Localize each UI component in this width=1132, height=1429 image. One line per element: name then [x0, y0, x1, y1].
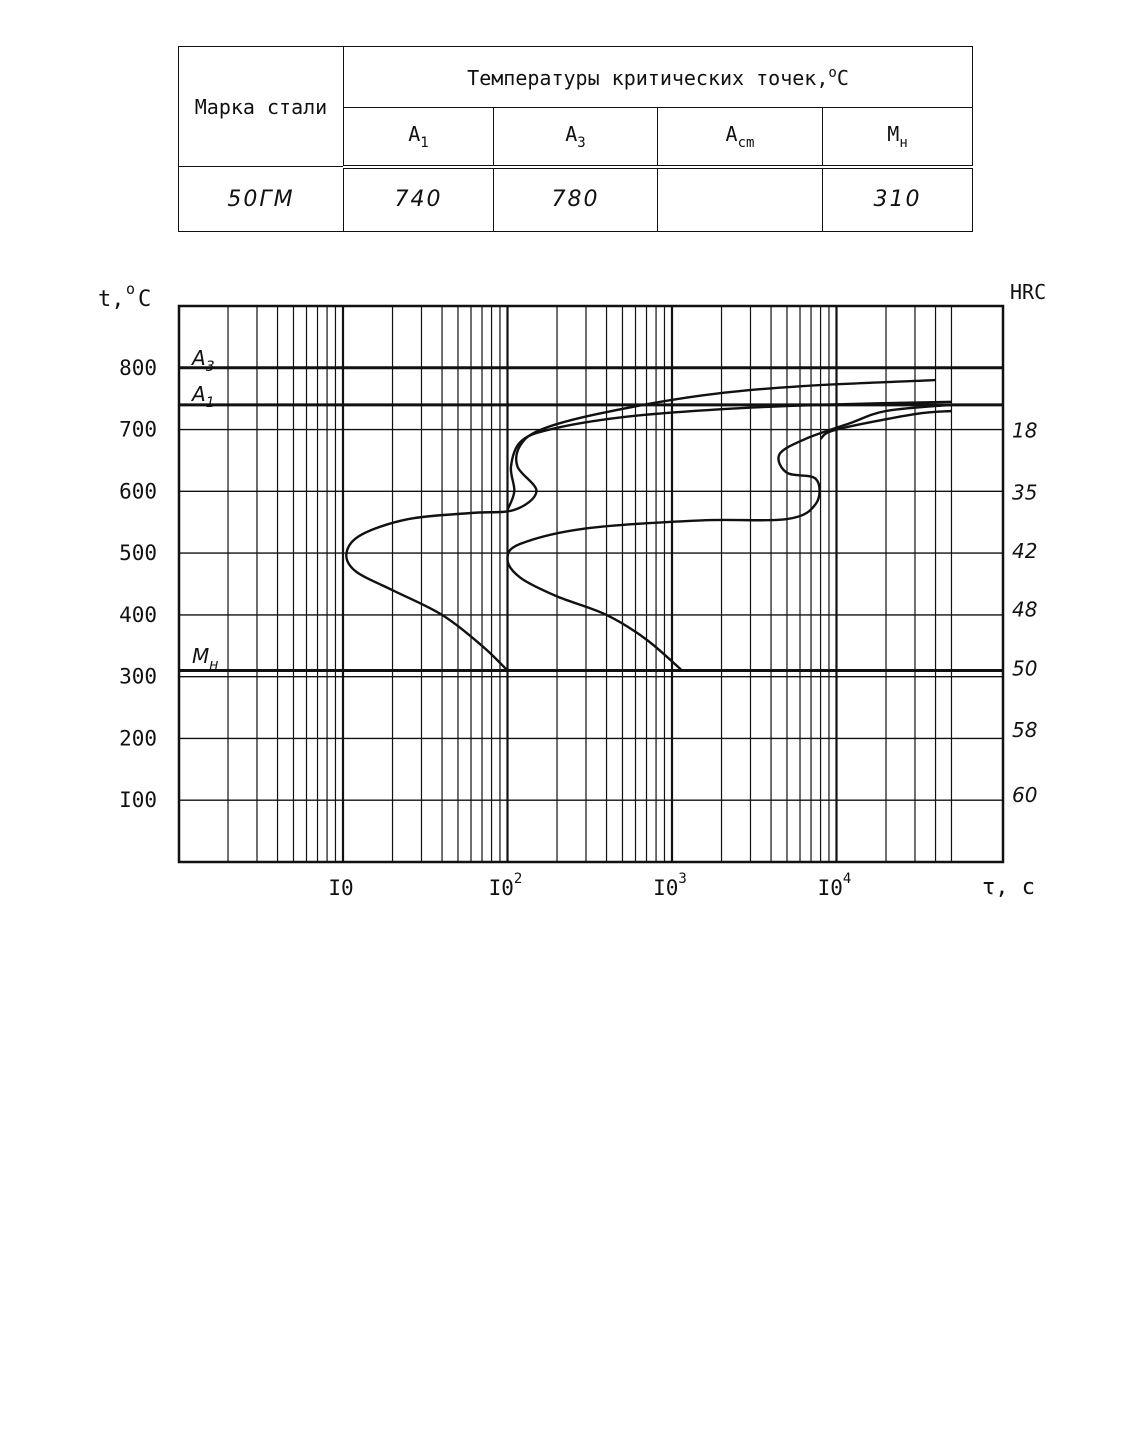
critical-points-table: Марка стали Температуры критических точе…	[178, 45, 974, 232]
x-tick-label: I02	[489, 871, 523, 900]
curve-end-left	[506, 403, 952, 672]
reference-label-sub-A3: 3	[206, 359, 215, 375]
temps-header-text: Температуры критических точек,	[467, 65, 829, 90]
hrc-axis-label: HRC	[1010, 280, 1046, 304]
reference-label-sub-A1: 1	[206, 395, 215, 411]
hrc-label: 60	[1012, 783, 1037, 807]
mn-value-cell: 310	[821, 166, 974, 232]
col-a1-main: A	[408, 121, 421, 146]
y-axis-label-sup: o	[126, 280, 135, 298]
a1-value-cell: 740	[343, 166, 494, 232]
reference-label-A3: A3	[190, 346, 215, 375]
y-tick-label: 300	[119, 665, 157, 689]
acm-value-cell	[657, 166, 823, 232]
y-axis-label: t, o C	[98, 280, 151, 312]
y-tick-label: 600	[119, 479, 157, 503]
a3-value-cell: 780	[493, 166, 658, 232]
curve-start-right	[506, 400, 952, 511]
y-tick-label: 200	[119, 726, 157, 750]
col-mn-header: Mн	[821, 107, 974, 169]
hrc-label: 58	[1012, 718, 1037, 742]
hrc-labels: 18 35 42 48 50 58 60	[1012, 419, 1037, 807]
col-mn-sub: н	[899, 134, 908, 151]
curve-end-right	[819, 409, 952, 440]
reference-label-sub-Mн: н	[209, 657, 218, 673]
col-acm-header: Acm	[657, 107, 823, 169]
grid	[179, 306, 1003, 862]
plot-frame	[177, 304, 1005, 864]
reference-label-Mн: Mн	[192, 644, 218, 673]
col-acm-main: A	[725, 121, 738, 146]
temps-header: Температуры критических точек,oC	[342, 45, 974, 109]
temps-unit: C	[836, 65, 849, 90]
curve-start-left	[345, 378, 936, 672]
col-a3-main: A	[565, 121, 578, 146]
x-tick-label: I04	[818, 871, 852, 900]
y-tick-label: I00	[119, 788, 157, 812]
hrc-label: 48	[1012, 598, 1037, 622]
x-tick-label-sup: 4	[843, 871, 851, 887]
temps-unit-sup: o	[828, 64, 837, 81]
x-tick-label-sup: 3	[678, 871, 686, 887]
y-tick-label: 800	[119, 356, 157, 380]
brand-header: Марка стали	[178, 45, 344, 168]
y-tick-label: 500	[119, 541, 157, 565]
hrc-label: 50	[1012, 656, 1037, 680]
col-acm-sub: cm	[737, 134, 755, 151]
hrc-label: 18	[1012, 419, 1037, 443]
x-tick-labels: I0 I02 I03 I04	[328, 871, 851, 900]
x-tick-label-sup: 2	[514, 871, 522, 887]
y-tick-labels: I00 200 300 400 500 600 700 800	[119, 356, 157, 812]
y-tick-label: 400	[119, 603, 157, 627]
col-a3-header: A3	[493, 107, 658, 169]
col-mn-main: M	[887, 121, 900, 146]
col-a3-sub: 3	[577, 134, 586, 151]
col-a1-header: A1	[343, 107, 494, 169]
y-tick-label: 700	[119, 418, 157, 442]
x-axis-label: τ, c	[982, 875, 1035, 900]
hrc-label: 35	[1012, 480, 1037, 504]
x-tick-label: I0	[328, 876, 353, 900]
y-axis-label-unit: C	[138, 287, 151, 312]
reference-label-A1: A1	[190, 382, 215, 411]
curves	[345, 378, 952, 672]
brand-cell: 50ГМ	[178, 166, 344, 232]
x-tick-label: I03	[653, 871, 687, 900]
hrc-label: 42	[1012, 539, 1037, 563]
col-a1-sub: 1	[420, 134, 429, 151]
y-axis-label-text: t,	[98, 287, 125, 312]
